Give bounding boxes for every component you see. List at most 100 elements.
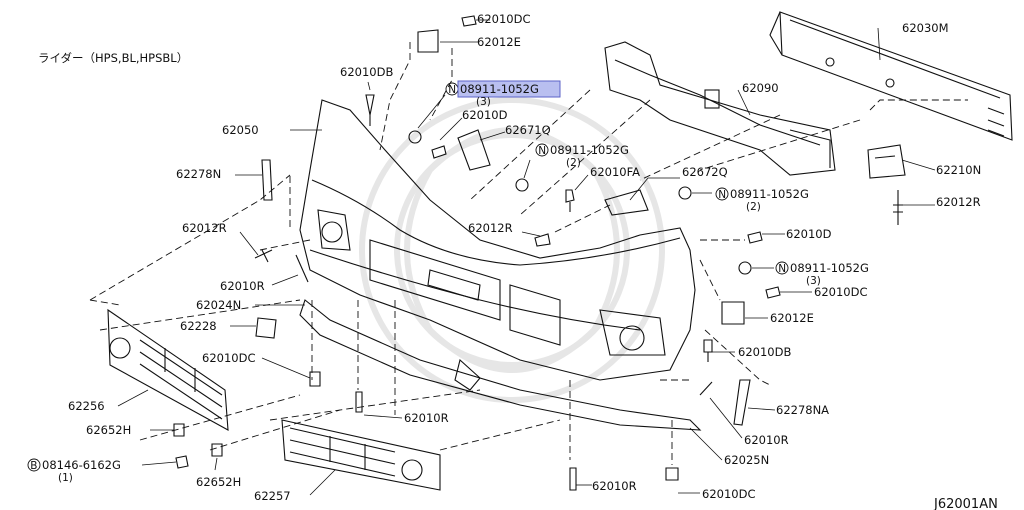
- molding-right-drawing: [733, 379, 751, 426]
- callout-c08: 62010FA: [590, 165, 640, 179]
- callout-c02: 62012E: [477, 35, 521, 49]
- prefix-letter: B: [30, 460, 37, 472]
- lower-spoiler-drawing: [299, 299, 702, 431]
- highlight-box: [457, 80, 561, 98]
- callout-c35: 62010DB: [738, 345, 791, 359]
- callout-c20: 62652H: [86, 423, 131, 437]
- callout-c04: N 08911-1052G(3): [445, 80, 561, 108]
- prefix-circle: [715, 187, 729, 201]
- part-number-label: 62010D: [462, 108, 508, 122]
- part-number-label: 62010DC: [814, 285, 867, 299]
- callout-c01: 62010DC: [477, 12, 530, 26]
- callout-c21: B 08146-6162G(1): [27, 458, 121, 484]
- bracket-62671q-drawing: [457, 129, 491, 171]
- callout-c14: 62012R: [468, 221, 513, 235]
- diagram-code: J62001AN: [933, 497, 998, 510]
- part-number-label: 62210N: [936, 163, 981, 177]
- part-number-label: 08911-1052G: [550, 143, 629, 157]
- quantity-label: (1): [58, 472, 73, 484]
- part-number-label: 62652H: [196, 475, 241, 489]
- fasteners: [173, 15, 781, 491]
- callout-c19: 62256: [68, 399, 105, 413]
- bracket-62672q-drawing: [604, 189, 649, 216]
- part-number-label: 62025N: [724, 453, 769, 467]
- callout-c05: 62010D: [462, 108, 508, 122]
- callout-c34: 62012E: [770, 311, 814, 325]
- callout-c09: 62672Q: [682, 165, 728, 179]
- bumper-fascia-drawing: [299, 99, 696, 381]
- part-number-label: 62012R: [182, 221, 227, 235]
- quantity-label: (2): [746, 201, 761, 213]
- quantity-label: (2): [566, 157, 581, 169]
- callout-c23: 62257: [254, 489, 291, 503]
- part-number-label: 62671Q: [505, 123, 551, 137]
- callout-c37: 62010R: [744, 433, 789, 447]
- bracket-top-drawing: [417, 29, 439, 53]
- lower-grille-right-drawing: [281, 419, 441, 491]
- watermark-emblem: [359, 97, 665, 403]
- prefix-letter: N: [538, 145, 546, 157]
- part-number-label: 62278NA: [776, 403, 829, 417]
- callout-c27: 62030M: [902, 21, 949, 35]
- part-number-label: 62652H: [86, 423, 131, 437]
- callout-c06: 62671Q: [505, 123, 551, 137]
- prefix-circle: [535, 143, 549, 157]
- callout-c13: 62012R: [182, 221, 227, 235]
- quantity-label: (3): [476, 96, 491, 108]
- callout-c26: 62010DC: [702, 487, 755, 501]
- callout-c25: 62010R: [592, 479, 637, 493]
- part-number-label: 62278N: [176, 167, 221, 181]
- part-number-label: 08911-1052G: [460, 82, 539, 96]
- part-number-label: 62024N: [196, 298, 241, 312]
- part-number-label: 62010DC: [702, 487, 755, 501]
- part-number-label: 62256: [68, 399, 105, 413]
- part-number-label: 62012R: [936, 195, 981, 209]
- part-number-label: 08146-6162G: [42, 458, 121, 472]
- part-number-label: 62030M: [902, 21, 949, 35]
- part-number-label: 08911-1052G: [790, 261, 869, 275]
- part-number-label: 62010R: [592, 479, 637, 493]
- diagram-subtitle: ライダー（HPS,BL,HPSBL）: [38, 51, 188, 65]
- cover-drawing: [255, 317, 277, 339]
- callout-c36: 62278NA: [776, 403, 829, 417]
- bracket-side-drawing: [721, 301, 745, 325]
- part-number-label: 62010D: [786, 227, 832, 241]
- callout-c22: 62652H: [196, 475, 241, 489]
- callout-c16: 62024N: [196, 298, 241, 312]
- leader-lines: [117, 19, 936, 496]
- callout-c29: 62210N: [936, 163, 981, 177]
- part-number-label: 62228: [180, 319, 217, 333]
- part-number-label: 62257: [254, 489, 291, 503]
- callout-c17: 62228: [180, 319, 217, 333]
- part-number-label: 62010FA: [590, 165, 640, 179]
- bumper-reinforcement-drawing: [769, 11, 1013, 141]
- bumper-absorber-drawing: [604, 41, 836, 176]
- callout-c24: 62010R: [404, 411, 449, 425]
- part-number-label: 62010DC: [477, 12, 530, 26]
- part-number-label: 62090: [742, 81, 779, 95]
- callout-c28: 62090: [742, 81, 779, 95]
- part-number-label: 62010R: [744, 433, 789, 447]
- lower-grille-left-drawing: [107, 308, 229, 431]
- prefix-letter: N: [778, 263, 786, 275]
- prefix-letter: N: [448, 84, 456, 96]
- molding-left-drawing: [261, 159, 273, 201]
- callout-c12: 62278N: [176, 167, 221, 181]
- prefix-circle: [775, 261, 789, 275]
- callout-c18: 62010DC: [202, 351, 255, 365]
- part-number-label: 08911-1052G: [730, 187, 809, 201]
- callout-c38: 62025N: [724, 453, 769, 467]
- part-number-label: 62050: [222, 123, 259, 137]
- callout-c03: 62010DB: [340, 65, 393, 79]
- part-number-label: 62010R: [220, 279, 265, 293]
- part-number-label: 62012R: [468, 221, 513, 235]
- clip-drawing-right: [893, 190, 903, 225]
- callout-c31: 62010D: [786, 227, 832, 241]
- callout-c30: 62012R: [936, 195, 981, 209]
- prefix-letter: N: [718, 189, 726, 201]
- part-number-label: 62010DB: [738, 345, 791, 359]
- part-number-label: 62010R: [404, 411, 449, 425]
